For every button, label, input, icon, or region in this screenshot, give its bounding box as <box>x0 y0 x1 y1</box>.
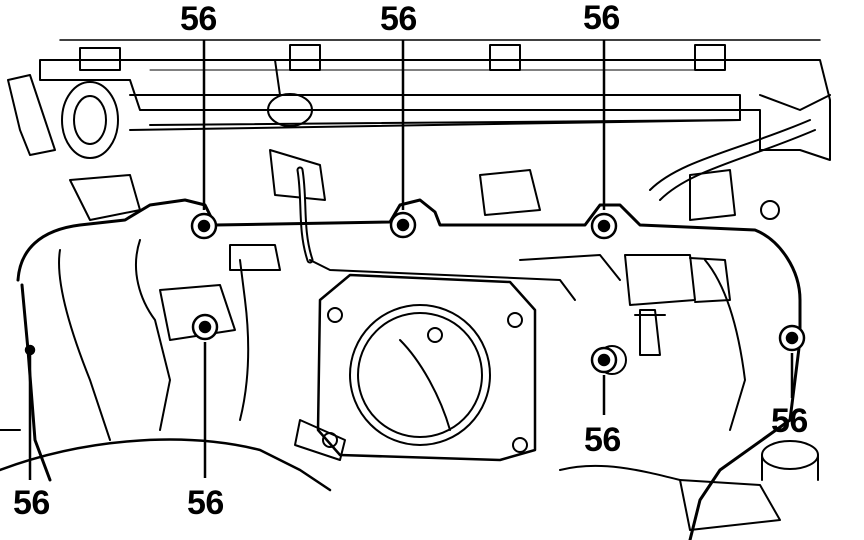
callout-label-top-left: 56 <box>180 0 217 38</box>
bolt-top-left <box>190 40 218 240</box>
valve-cover <box>39 39 831 161</box>
callout-label-top-right: 56 <box>583 0 620 37</box>
callout-label-bottom-left: 56 <box>187 484 224 522</box>
intake-manifold-body <box>16 198 802 540</box>
map-sensor <box>624 254 731 356</box>
lower-components <box>0 200 819 531</box>
callout-label-top-center: 56 <box>380 0 417 38</box>
bolt-left-lower <box>191 313 219 478</box>
throttle-body <box>316 273 537 462</box>
bolt-far-right <box>778 324 806 398</box>
bolt-lower-right <box>590 346 618 415</box>
callout-label-far-right: 56 <box>771 402 808 440</box>
bolt-markers <box>24 40 806 480</box>
bolt-far-left-leader <box>24 344 36 480</box>
injector-assemblies <box>7 59 816 264</box>
bolt-top-center <box>389 40 417 239</box>
callout-label-bottom-far-left: 56 <box>13 484 50 522</box>
bolt-top-right <box>590 40 618 240</box>
callout-label-lower-right: 56 <box>584 421 621 459</box>
